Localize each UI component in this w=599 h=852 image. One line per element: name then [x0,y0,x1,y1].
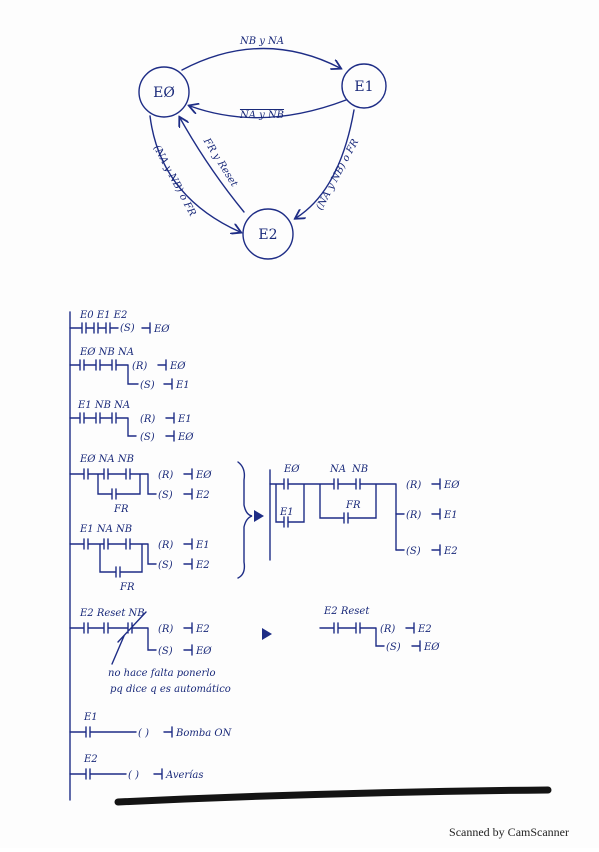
rung7-out: Bomba ON [175,728,233,739]
rung4-coil1: (R) [158,470,173,481]
rung4-branch: FR [113,504,129,515]
rung6-coil2: (S) [158,646,173,657]
rung7-coil: ( ) [138,728,149,739]
merged-rung: EØ E1 NA NB FR (R) EØ (R) E1 (S) E2 [269,464,460,561]
rung5-coil2: (S) [158,560,173,571]
rung6-contacts: E2 Reset NB [79,608,145,619]
rung2-coil1: (R) [132,361,147,372]
rung3-coil2: (S) [140,432,155,443]
state-e0-label: EØ [153,85,175,101]
state-e1-circle [341,63,387,109]
state-e2-circle [242,208,294,260]
rung-2: EØ NB NA (R) EØ (S) E1 [69,347,190,391]
state-e2-label: E2 [258,227,277,243]
rung-6: E2 Reset NB (R) E2 (S) EØ no hace falta … [69,608,231,695]
rung7-contact: E1 [83,712,98,723]
arrow-e2-e0 [180,118,245,213]
rung8-contact: E2 [83,754,98,765]
rung8-out: Averías [165,770,203,781]
merged-c4: NB [351,464,368,475]
rung3-coil1: (R) [140,414,155,425]
rung4-out2: E2 [195,490,210,501]
merged-coil2: (R) [406,510,421,521]
rung6b-out1: E2 [417,624,432,635]
merged-branch: FR [345,500,361,511]
arrow-e0-e1 [181,47,340,71]
rung6b-coil1: (R) [380,624,395,635]
rung1-coil: (S) [120,323,135,334]
scanner-watermark: Scanned by CamScanner [449,825,569,839]
rung6b-out2: EØ [423,642,440,653]
rung2-out1: EØ [169,361,186,372]
rung6-out1: E2 [195,624,210,635]
rung6-note2: pq dice q es automático [110,684,231,695]
rung3-out1: E1 [177,414,192,425]
merged-out3: E2 [443,546,458,557]
rung5-out2: E2 [195,560,210,571]
rung1-contacts: E0 E1 E2 [79,310,127,321]
merged-c3: NA [329,464,346,475]
label-e0-e1: NB y NA [239,36,284,47]
rung-1: E0 E1 E2 (S) EØ [69,310,170,335]
merged-out2: E1 [443,510,458,521]
rung5-coil1: (R) [158,540,173,551]
rung-4: EØ NA NB FR (R) EØ (S) E2 [69,454,212,515]
rung-7: E1 ( ) Bomba ON [69,712,233,739]
rung-6b: E2 Reset (R) E2 (S) EØ [319,606,440,653]
note-pointer [111,635,125,665]
label-e1-e0: NA y NB [239,110,284,121]
rung6-note1: no hace falta ponerlo [108,668,216,679]
label-e0-e2: (NA y NB) o FR [151,143,198,218]
rung8-coil: ( ) [128,770,139,781]
simplify-arrow [262,628,272,640]
label-e1-e2: (NA y NB) o FR [314,137,361,212]
rung6-out2: EØ [195,646,212,657]
ladder-diagram: E0 E1 E2 (S) EØ EØ NB NA (R) EØ (S) E1 E… [69,310,552,806]
arrow-e1-e0 [190,99,347,119]
arrow-e0-e2 [149,115,240,232]
brace [237,461,253,579]
merged-coil1: (R) [406,480,421,491]
rung3-out2: EØ [177,432,194,443]
state-e1-label: E1 [354,79,373,95]
rung-8: E2 ( ) Averías [69,754,203,781]
merged-c2: E1 [279,507,294,518]
state-e0-circle [138,66,190,118]
rung4-coil2: (S) [158,490,173,501]
merge-arrow [254,510,264,522]
end-rule [114,786,552,806]
merged-coil3: (S) [406,546,421,557]
merged-c1: EØ [283,464,300,475]
merged-out1: EØ [443,480,460,491]
rung2-out2: E1 [175,380,190,391]
rung3-contacts: E1 NB NA [77,400,130,411]
rung6b-coil2: (S) [386,642,401,653]
state-diagram: EØ E1 E2 NB y NA NA y NB FR y Reset (NA … [138,36,387,260]
rung4-contacts: EØ NA NB [79,454,134,465]
rung-3: E1 NB NA (R) E1 (S) EØ [69,400,194,443]
rung2-contacts: EØ NB NA [79,347,134,358]
rung6b-contacts: E2 Reset [323,606,370,617]
rung1-out: EØ [153,324,170,335]
rung4-out1: EØ [195,470,212,481]
arrow-e1-e2 [296,109,355,218]
rung5-out1: E1 [195,540,210,551]
rung5-branch: FR [119,582,135,593]
rung5-contacts: E1 NA NB [79,524,132,535]
rung6-coil1: (R) [158,624,173,635]
rung2-coil2: (S) [140,380,155,391]
rung-5: E1 NA NB FR (R) E1 (S) E2 [69,524,210,593]
